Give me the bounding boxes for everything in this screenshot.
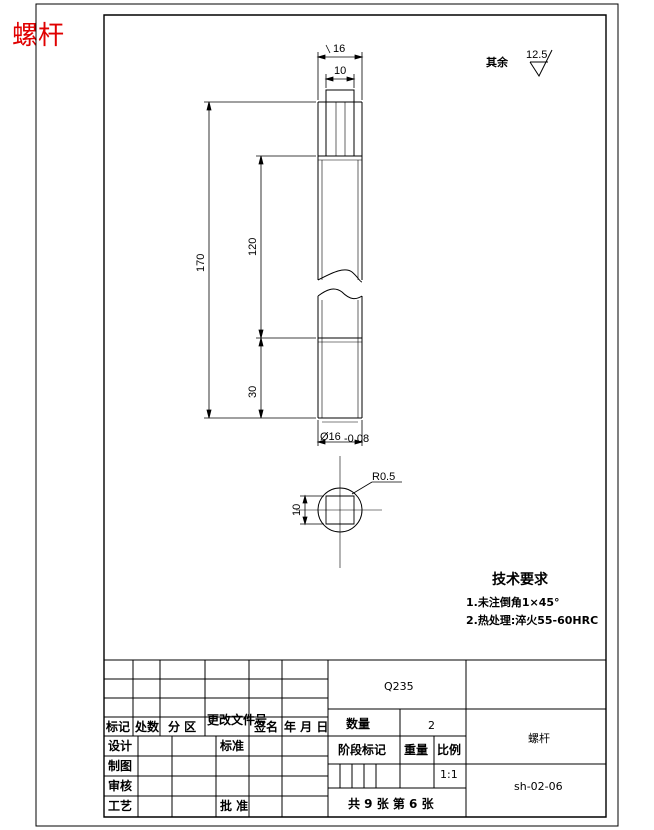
dim-left-group xyxy=(204,102,316,418)
label-process: 工艺 xyxy=(108,798,132,813)
dim-len-total: 170 xyxy=(195,254,207,272)
dim-flat: 10 xyxy=(291,504,303,516)
qty-value: 2 xyxy=(428,719,435,732)
label-standard: 标准 xyxy=(219,738,244,753)
label-draw: 制图 xyxy=(108,758,132,773)
tech-item-1: 1.未注倒角1×45° xyxy=(466,595,560,609)
dim-len-bot: 30 xyxy=(247,386,259,398)
hdr-date: 年 月 日 xyxy=(284,719,328,734)
part-title: 螺杆 xyxy=(12,21,64,51)
stage-label: 阶段标记 xyxy=(338,742,386,757)
tech-item-2: 2.热处理:淬火55-60HRC xyxy=(466,613,598,627)
roughness-value: 12.5 xyxy=(526,49,547,61)
hdr-count: 处数 xyxy=(134,719,160,734)
dim-bottom-group xyxy=(316,420,364,446)
hdr-change-doc: 更改文件号 xyxy=(207,712,267,727)
roughness-label: 其余 xyxy=(486,55,509,69)
dim-top-group xyxy=(316,45,364,100)
dim-len-mid: 120 xyxy=(247,238,259,256)
label-approve: 批 准 xyxy=(220,798,248,813)
dim-dia-bottom: Ø16 xyxy=(320,431,341,443)
sheet-count: 共 9 张 第 6 张 xyxy=(348,796,435,811)
outer-border xyxy=(36,4,618,826)
roughness-symbol-icon xyxy=(530,50,552,76)
inner-frame xyxy=(104,15,606,817)
scale-label: 比例 xyxy=(437,742,461,757)
cross-section-view xyxy=(296,456,402,568)
dim-dia-top: 16 xyxy=(333,43,345,55)
hdr-zone: 分 区 xyxy=(168,719,196,734)
material-value: Q235 xyxy=(384,680,414,693)
part-name-cell: 螺杆 xyxy=(528,731,550,745)
hdr-sign: 签名 xyxy=(253,719,278,734)
title-block xyxy=(104,660,606,817)
dim-dia-tolerance: -0.08 xyxy=(344,433,369,445)
dim-width-top: 10 xyxy=(334,65,346,77)
label-review: 审核 xyxy=(108,778,132,793)
scale-value: 1:1 xyxy=(440,768,458,781)
weight-label: 重量 xyxy=(404,742,428,757)
hdr-mark: 标记 xyxy=(105,719,130,734)
label-design: 设计 xyxy=(108,738,132,753)
tech-heading: 技术要求 xyxy=(492,571,549,588)
drawing-number: sh-02-06 xyxy=(514,780,563,793)
dim-flat-group xyxy=(300,494,324,526)
dim-radius: R0.5 xyxy=(372,471,395,483)
rod-main-view xyxy=(318,90,362,422)
qty-label: 数量 xyxy=(346,716,370,731)
